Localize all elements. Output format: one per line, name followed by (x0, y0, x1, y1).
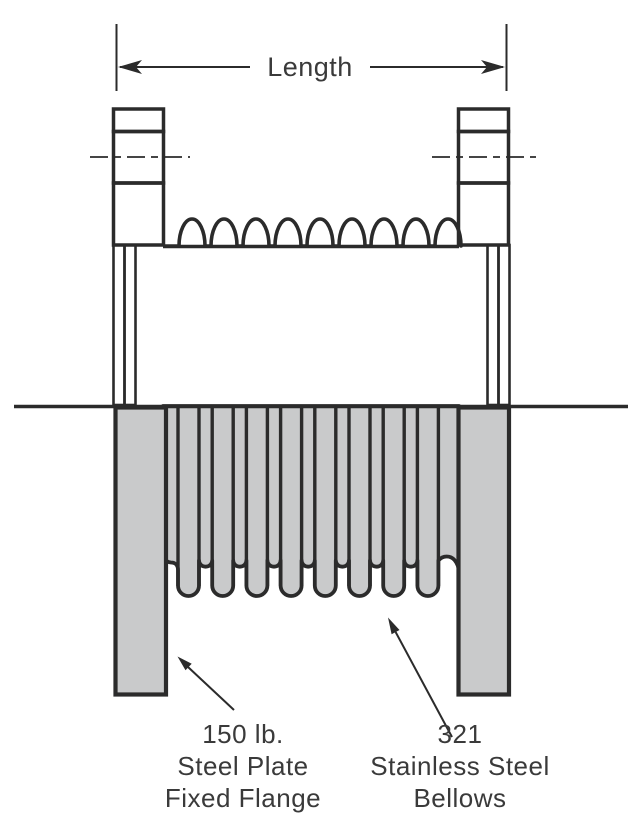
bellows-wave (163, 217, 463, 248)
right-flange-body-hatch (456, 181, 511, 247)
left-flange-body-hatch (111, 181, 166, 247)
right-flange-top-hatch (456, 107, 511, 134)
right-flange-lower (456, 405, 512, 697)
bellows-convolutions-top (163, 217, 463, 249)
left-flange-plate-strip (112, 243, 126, 407)
right-flange-section (432, 107, 536, 407)
dimension-arrowhead-left-icon (118, 60, 142, 74)
bellows-leader-line (394, 631, 453, 738)
flange-callout-line-3: Fixed Flange (165, 783, 321, 813)
flange-callout: 150 lb. Steel Plate Fixed Flange (165, 656, 321, 813)
bellows-lower-half (113, 404, 512, 697)
length-dimension: Length (115, 24, 508, 91)
right-flange-plate-strip (497, 243, 511, 407)
flange-callout-line-1: 150 lb. (202, 719, 284, 749)
length-label: Length (267, 52, 353, 82)
flange-leader-line (187, 666, 235, 711)
flange-leader-arrowhead-icon (177, 656, 192, 671)
bellows-callout: 321 Stainless Steel Bellows (370, 617, 549, 813)
bellows-body-lower (161, 404, 461, 598)
left-flange-top-hatch (111, 107, 166, 134)
bellows-callout-line-1: 321 (438, 719, 483, 749)
flange-callout-line-2: Steel Plate (177, 751, 308, 781)
left-flange-section (90, 107, 190, 407)
convolution-lines (176, 407, 441, 586)
bellows-callout-line-2: Stainless Steel (370, 751, 549, 781)
bellows-callout-line-3: Bellows (413, 783, 506, 813)
bellows-leader-arrowhead-icon (388, 617, 400, 635)
right-liner-strip (486, 243, 500, 407)
dimension-arrowhead-right-icon (481, 60, 505, 74)
left-liner-strip (123, 243, 137, 407)
left-flange-lower (113, 405, 169, 697)
